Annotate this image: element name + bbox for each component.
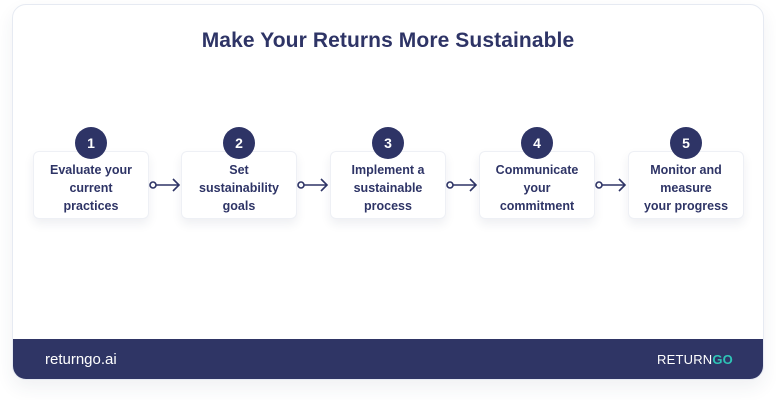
step-4: 4 Communicate your commitment bbox=[479, 127, 595, 223]
step-label: Evaluate your current practices bbox=[50, 163, 132, 213]
step-number-badge: 4 bbox=[521, 127, 553, 159]
step-number-badge: 3 bbox=[372, 127, 404, 159]
step-label: Communicate your commitment bbox=[495, 163, 579, 213]
step-box: Evaluate your current practices bbox=[33, 151, 149, 219]
step-box: Monitor and measure your progress bbox=[628, 151, 744, 219]
infographic-card: Make Your Returns More Sustainable 1 Eva… bbox=[12, 4, 764, 380]
step-label: Implement a sustainable process bbox=[351, 163, 425, 213]
step-number-badge: 2 bbox=[223, 127, 255, 159]
arrow-right-icon bbox=[446, 178, 478, 192]
step-box: Set sustainability goals bbox=[181, 151, 297, 219]
step-1: 1 Evaluate your current practices bbox=[33, 127, 149, 223]
page-title: Make Your Returns More Sustainable bbox=[201, 29, 575, 52]
arrow-right-icon bbox=[297, 178, 329, 192]
logo-text-return: RETURN bbox=[657, 351, 713, 367]
logo-text-go: GO bbox=[712, 351, 733, 367]
arrow-right-icon bbox=[595, 178, 627, 192]
step-2: 2 Set sustainability goals bbox=[181, 127, 297, 223]
returngo-logo: RETURNGO bbox=[657, 352, 733, 367]
site-url[interactable]: returngo.ai bbox=[45, 350, 117, 368]
step-label: Monitor and measure your progress bbox=[643, 163, 729, 213]
step-3: 3 Implement a sustainable process bbox=[330, 127, 446, 223]
footer-bar: returngo.ai RETURNGO bbox=[13, 339, 763, 379]
arrow-right-icon bbox=[149, 178, 181, 192]
step-5: 5 Monitor and measure your progress bbox=[628, 127, 744, 223]
step-box: Communicate your commitment bbox=[479, 151, 595, 219]
step-number-badge: 5 bbox=[670, 127, 702, 159]
step-number-badge: 1 bbox=[75, 127, 107, 159]
step-box: Implement a sustainable process bbox=[330, 151, 446, 219]
step-label: Set sustainability goals bbox=[199, 163, 279, 213]
